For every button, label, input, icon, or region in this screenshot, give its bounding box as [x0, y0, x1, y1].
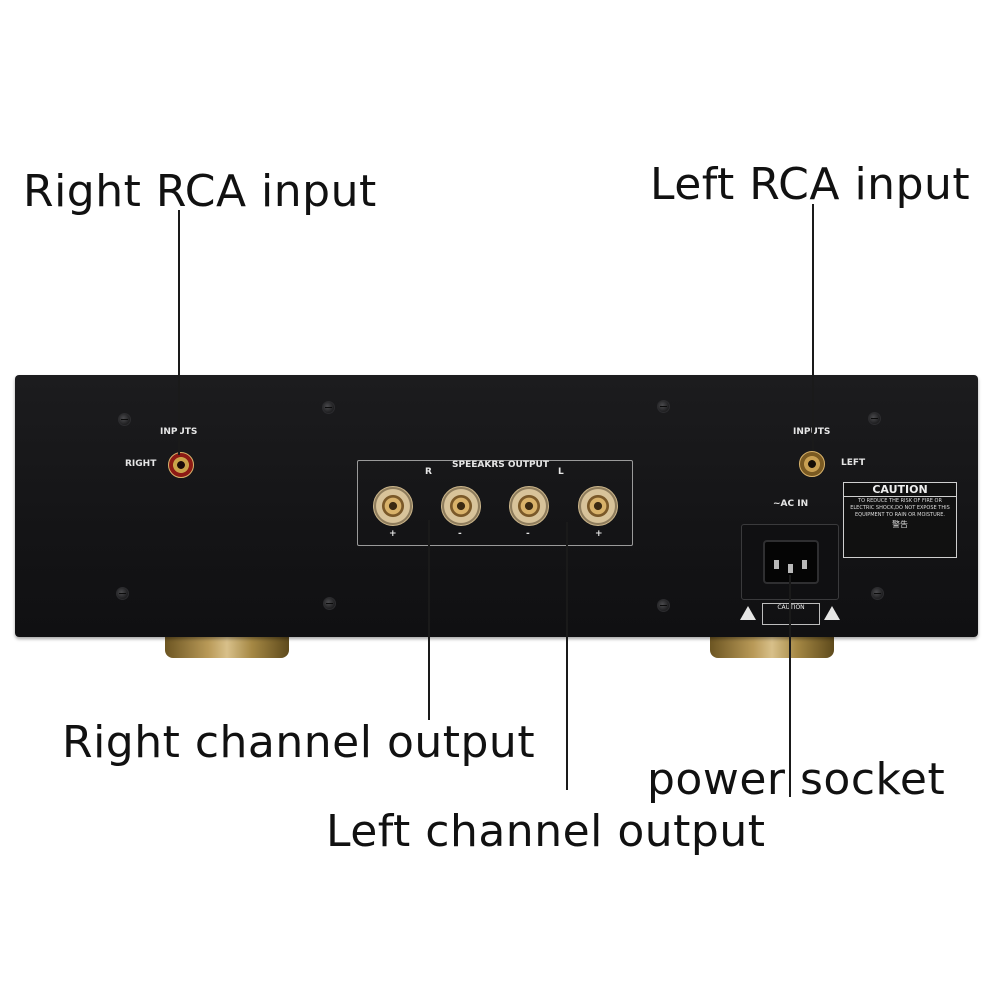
caution-title: CAUTION	[844, 483, 956, 497]
leader-right-rca	[178, 210, 180, 455]
left-channel-output-callout: Left channel output	[326, 806, 766, 857]
front-right-foot	[710, 636, 834, 658]
screw-icon	[657, 400, 670, 413]
right-channel-output-callout: Right channel output	[62, 717, 536, 768]
caution-label: CAUTION TO REDUCE THE RISK OF FIRE OR EL…	[843, 482, 957, 558]
warning-triangle-icon	[740, 606, 756, 620]
warning-triangle-icon	[824, 606, 840, 620]
channel-l-label: L	[558, 467, 564, 477]
screw-icon	[116, 587, 129, 600]
speaker-post-left-positive[interactable]	[578, 486, 618, 526]
speakers-output-label: SPEEAKRS OUTPUT	[452, 460, 550, 470]
screw-icon	[323, 597, 336, 610]
power-socket-callout: power socket	[647, 754, 946, 805]
speaker-output-block: SPEEAKRS OUTPUT R L + - - +	[357, 460, 633, 546]
post-sign: +	[389, 529, 397, 539]
speaker-post-right-negative[interactable]	[441, 486, 481, 526]
leader-right-channel	[428, 520, 430, 720]
post-sign: +	[595, 529, 603, 539]
right-label: RIGHT	[125, 459, 157, 469]
speaker-post-left-negative[interactable]	[509, 486, 549, 526]
screw-icon	[118, 413, 131, 426]
post-sign: -	[526, 529, 530, 539]
post-sign: -	[458, 529, 462, 539]
left-rca-input-callout: Left RCA input	[650, 159, 971, 210]
front-left-foot	[165, 636, 289, 658]
ac-in-label: ~AC IN	[773, 499, 809, 509]
iec-power-socket[interactable]	[763, 540, 819, 584]
screw-icon	[871, 587, 884, 600]
caution-text: TO REDUCE THE RISK OF FIRE OR ELECTRIC S…	[850, 498, 950, 518]
screw-icon	[868, 412, 881, 425]
channel-r-label: R	[425, 467, 432, 477]
left-rca-jack[interactable]	[799, 451, 825, 477]
small-caution-label: CAUTION	[762, 603, 820, 625]
inputs-label-left: INPUTS	[793, 427, 830, 437]
power-socket-plate	[741, 524, 839, 600]
leader-power-socket	[789, 575, 791, 797]
right-rca-jack[interactable]	[168, 452, 194, 478]
screw-icon	[322, 401, 335, 414]
warning-cn: 警告	[892, 520, 908, 529]
speaker-post-right-positive[interactable]	[373, 486, 413, 526]
left-label: LEFT	[841, 458, 866, 468]
screw-icon	[657, 599, 670, 612]
leader-left-channel	[566, 522, 568, 790]
leader-left-rca	[812, 204, 814, 450]
right-rca-input-callout: Right RCA input	[23, 166, 377, 217]
